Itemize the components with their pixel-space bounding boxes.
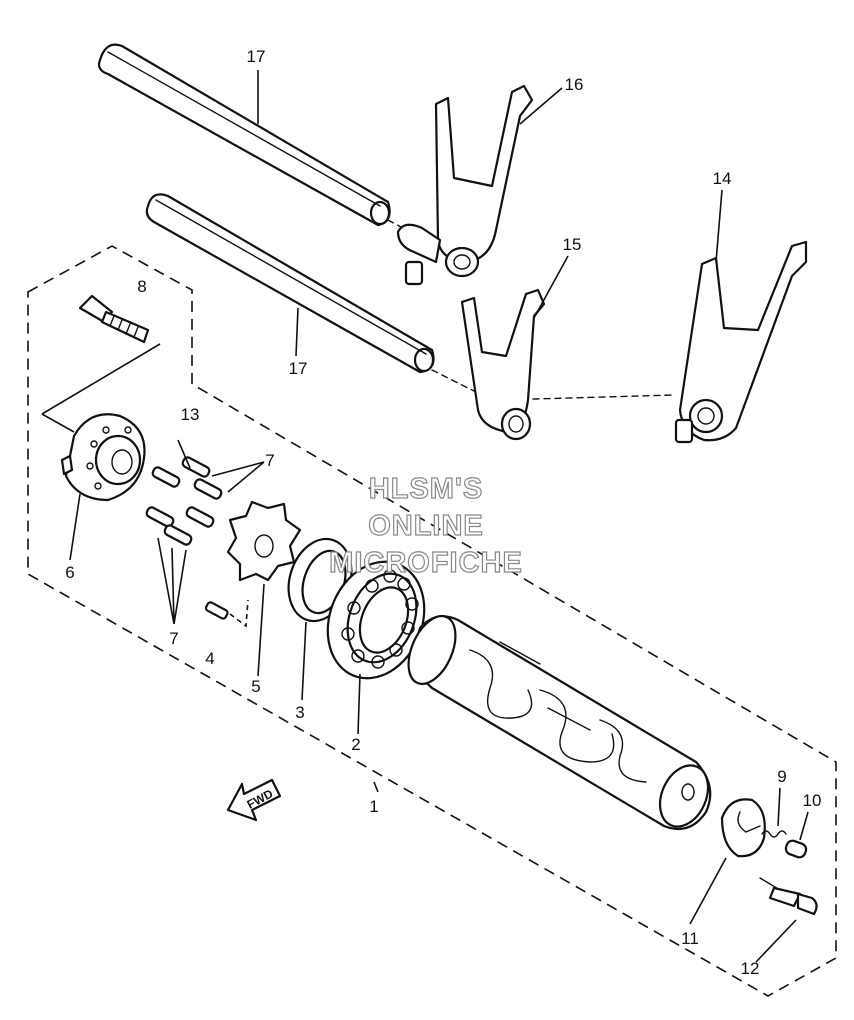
pin-4 [204,601,229,620]
callout-3: 3 [295,703,304,722]
shift-fork-15 [460,288,546,441]
callout-7-upper: 7 [265,451,274,470]
callout-14: 14 [713,169,732,188]
watermark-line-3: MICROFICHE [329,547,523,579]
stopper-11 [720,798,766,858]
shift-drum [407,615,712,830]
callout-5: 5 [251,677,260,696]
shift-fork-16 [396,84,534,286]
bearing-2 [326,560,426,680]
shift-fork-rod-lower [145,193,435,374]
callout-8: 8 [137,277,146,296]
callout-4: 4 [205,649,214,668]
callout-7-lower: 7 [169,629,178,648]
plunger-10 [784,839,808,859]
pins-7-lower [145,506,215,546]
callout-9: 9 [777,767,786,786]
screw-8 [78,294,150,344]
spring-9 [761,830,787,838]
callout-10: 10 [803,791,822,810]
callout-11: 11 [681,929,699,948]
callout-16: 16 [565,75,584,94]
callout-15: 15 [563,235,582,254]
watermark-line-2: ONLINE [368,510,484,542]
pins-7-upper [151,456,223,500]
screw-12 [759,877,818,916]
shift-fork-14 [674,240,808,444]
assembly-boundary [27,245,837,997]
callout-1: 1 [369,797,378,816]
callout-12: 12 [741,959,760,978]
segment-6 [60,413,146,502]
callout-2: 2 [351,735,360,754]
fwd-arrow: FWD [226,778,282,822]
star-plate-5 [226,500,302,582]
callout-13: 13 [181,405,200,424]
watermark-line-1: HLSM'S [369,473,483,505]
callout-17-upper: 17 [247,47,266,66]
shift-fork-rod-upper [97,43,391,227]
callout-17-lower: 17 [289,359,308,378]
callout-6: 6 [65,563,74,582]
